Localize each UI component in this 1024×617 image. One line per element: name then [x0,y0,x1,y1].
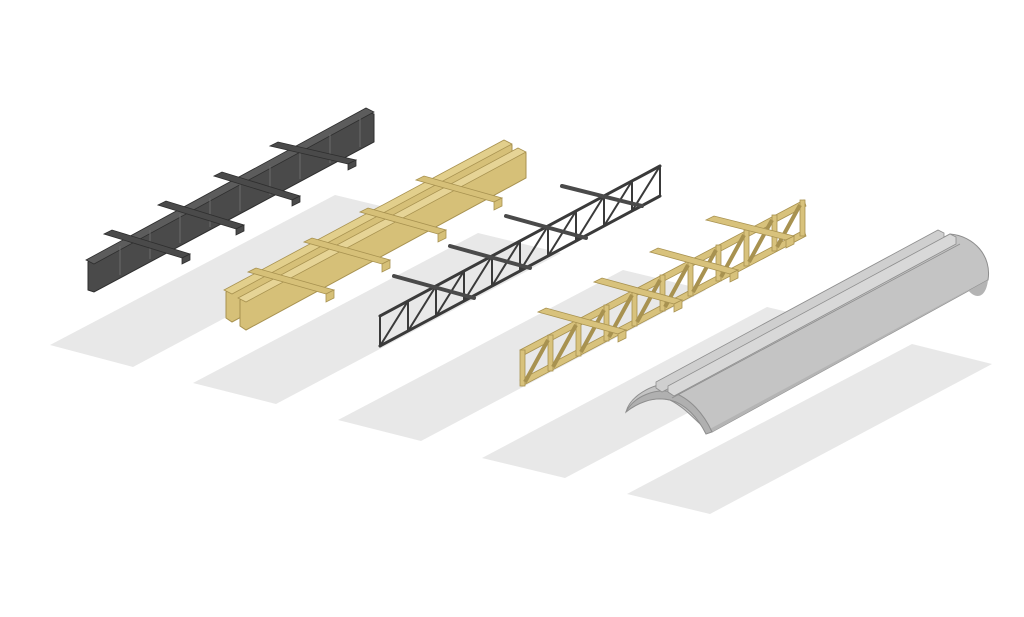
timber-truss-icon [519,199,807,387]
concrete-shell-vault-icon [625,229,990,435]
steel-girder-with-crossbeams-icon [85,107,375,293]
steel-truss-icon [378,164,662,348]
shadow-timber-beam [193,233,561,404]
shadow-concrete-shell [627,344,992,514]
timber-double-beam-icon [223,139,527,331]
